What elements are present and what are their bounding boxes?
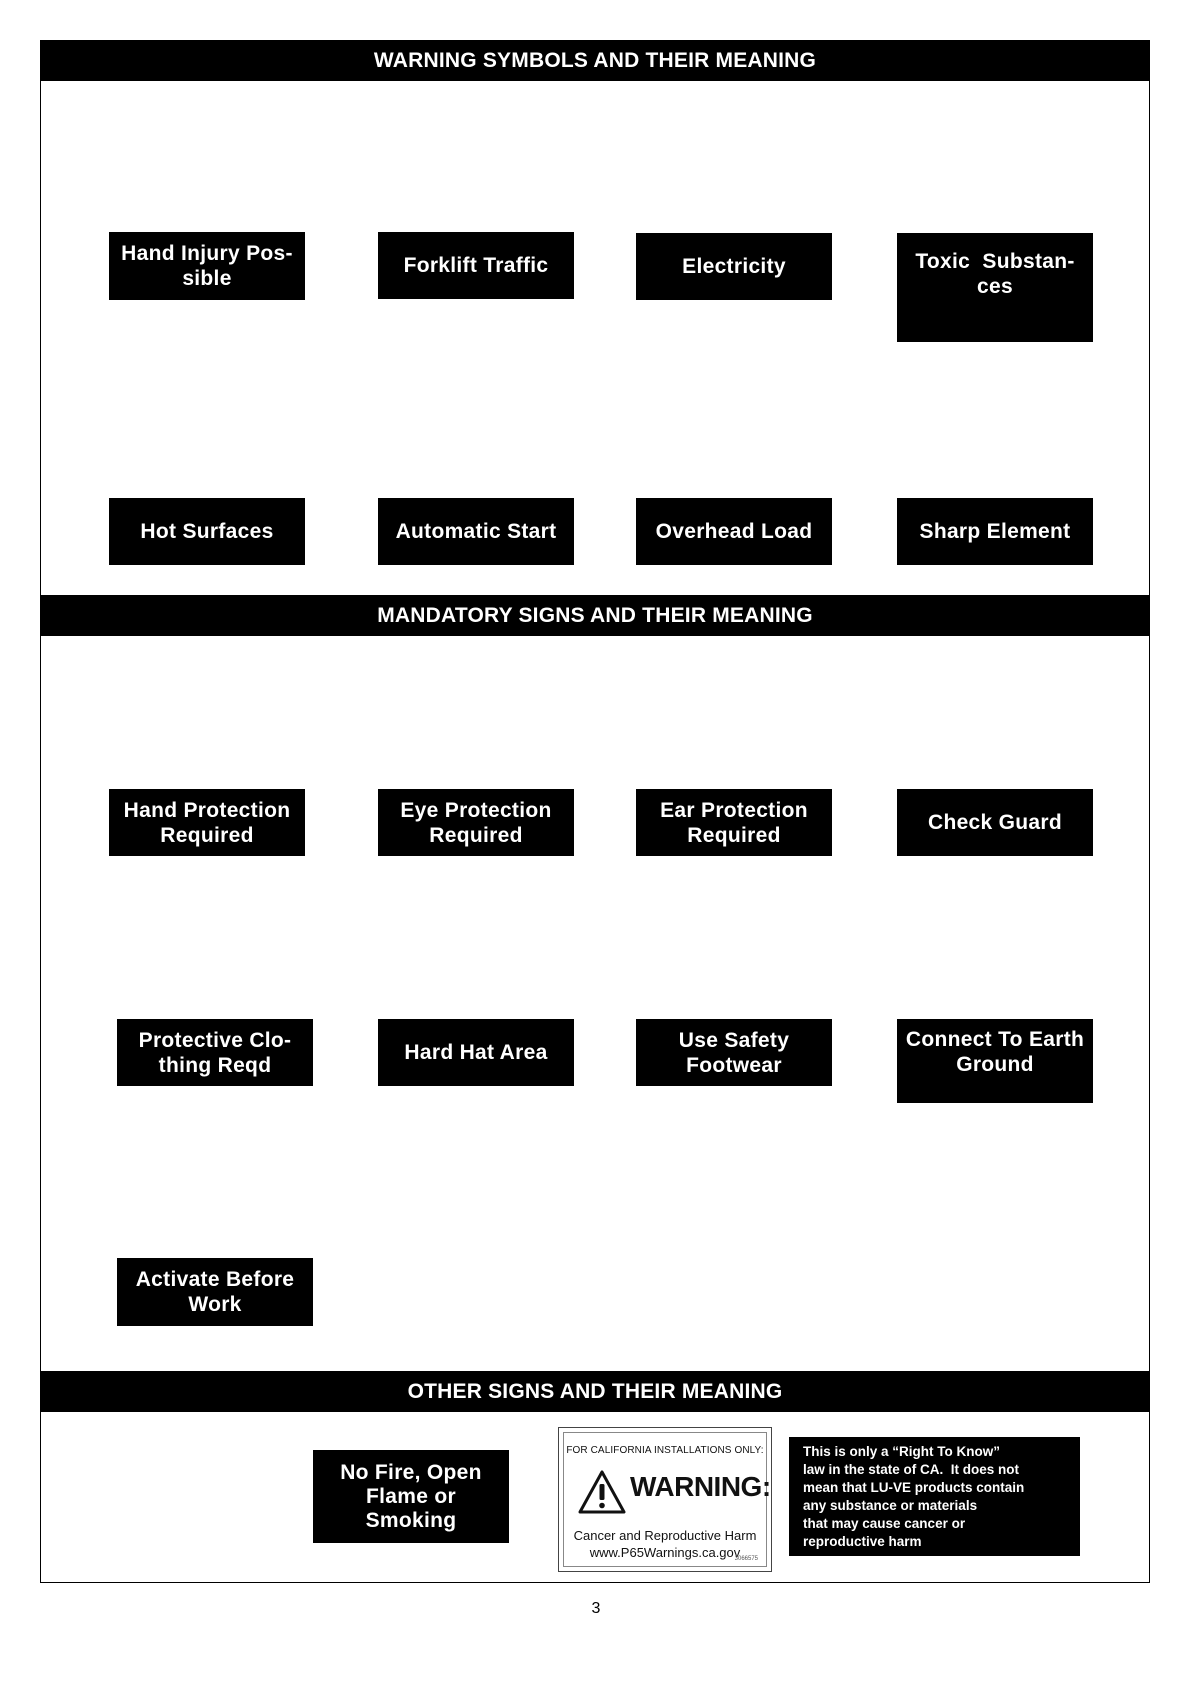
right-to-know-notice: This is only a “Right To Know” law in th…: [789, 1437, 1080, 1556]
label-overhead-load: Overhead Load: [636, 498, 832, 565]
notice-line: reproductive harm: [803, 1534, 922, 1549]
label-line: No Fire, Open: [340, 1460, 482, 1484]
label-line: Flame or: [366, 1484, 456, 1508]
label-forklift-traffic: Forklift Traffic: [378, 232, 574, 299]
label-line: Footwear: [686, 1053, 782, 1077]
label-line: Hand Injury Pos-: [121, 242, 293, 265]
label-line: Overhead Load: [655, 520, 813, 543]
notice-line: law in the state of CA. It does not: [803, 1462, 1020, 1477]
label-line: Work: [188, 1293, 242, 1316]
label-electricity: Electricity: [636, 233, 832, 300]
label-toxic-substances: Toxic Substan- ces: [897, 233, 1093, 342]
other-section-title: OTHER SIGNS AND THEIR MEANING: [407, 1379, 783, 1403]
prop65-harm-text: Cancer and Reproductive Harm: [573, 1528, 757, 1543]
mandatory-section-title: MANDATORY SIGNS AND THEIR MEANING: [377, 603, 813, 627]
label-activate-before-work: Activate Before Work: [117, 1258, 313, 1326]
prop65-warning-word: WARNING:: [630, 1471, 771, 1502]
label-line: ces: [977, 274, 1013, 298]
label-line: Required: [687, 823, 781, 847]
label-line: Use Safety: [678, 1028, 790, 1052]
label-line: Protective Clo-: [138, 1028, 292, 1052]
label-ear-protection-required: Ear Protection Required: [636, 789, 832, 856]
notice-line: mean that LU-VE products contain: [803, 1480, 1025, 1495]
label-line: Electricity: [682, 255, 786, 278]
label-line: Required: [429, 823, 523, 847]
warning-section-header: WARNING SYMBOLS AND THEIR MEANING: [40, 40, 1150, 81]
prop65-website: www.P65Warnings.ca.gov: [589, 1545, 741, 1560]
notice-line: This is only a “Right To Know”: [803, 1444, 1000, 1459]
label-line: Smoking: [365, 1508, 457, 1532]
prop65-inner-border: FOR CALIFORNIA INSTALLATIONS ONLY: WARNI…: [563, 1432, 771, 1567]
label-line: thing Reqd: [158, 1053, 272, 1077]
label-line: Connect To Earth: [905, 1028, 1085, 1051]
label-protective-clothing-reqd: Protective Clo- thing Reqd: [117, 1019, 313, 1086]
label-hand-protection-required: Hand Protection Required: [109, 789, 305, 856]
label-line: Hard Hat Area: [404, 1041, 548, 1064]
prop65-header: FOR CALIFORNIA INSTALLATIONS ONLY:: [566, 1445, 764, 1456]
label-line: Sharp Element: [919, 520, 1071, 543]
label-line: Activate Before: [135, 1268, 295, 1291]
label-line: Ear Protection: [660, 798, 808, 822]
prop65-code: 3066575: [734, 1556, 758, 1562]
label-line: Check Guard: [927, 811, 1062, 834]
label-line: Ground: [956, 1053, 1034, 1076]
warning-triangle-icon: [578, 1470, 626, 1514]
label-line: Hot Surfaces: [140, 520, 274, 543]
label-check-guard: Check Guard: [897, 789, 1093, 856]
label-hand-injury-possible: Hand Injury Pos- sible: [109, 232, 305, 300]
label-sharp-element: Sharp Element: [897, 498, 1093, 565]
label-automatic-start: Automatic Start: [378, 498, 574, 565]
prop65-warning-sign: FOR CALIFORNIA INSTALLATIONS ONLY: WARNI…: [558, 1427, 772, 1572]
warning-section-title: WARNING SYMBOLS AND THEIR MEANING: [373, 48, 817, 72]
label-line: sible: [182, 267, 232, 290]
mandatory-section-header: MANDATORY SIGNS AND THEIR MEANING: [40, 595, 1150, 636]
label-line: Required: [160, 823, 254, 847]
notice-line: that may cause cancer or: [803, 1516, 966, 1531]
label-line: Eye Protection: [400, 798, 552, 822]
label-line: Hand Protection: [123, 798, 291, 822]
other-section-header: OTHER SIGNS AND THEIR MEANING: [40, 1371, 1150, 1412]
page-number: 3: [591, 1600, 601, 1617]
label-eye-protection-required: Eye Protection Required: [378, 789, 574, 856]
label-line: Toxic Substan-: [915, 249, 1075, 273]
label-no-fire-open-flame-smoking: No Fire, Open Flame or Smoking: [313, 1450, 509, 1543]
label-line: Automatic Start: [395, 520, 557, 543]
label-connect-to-earth-ground: Connect To Earth Ground: [897, 1019, 1093, 1103]
label-use-safety-footwear: Use Safety Footwear: [636, 1019, 832, 1086]
label-hot-surfaces: Hot Surfaces: [109, 498, 305, 565]
label-line: Forklift Traffic: [403, 254, 549, 277]
notice-line: any substance or materials: [803, 1498, 978, 1513]
label-hard-hat-area: Hard Hat Area: [378, 1019, 574, 1086]
